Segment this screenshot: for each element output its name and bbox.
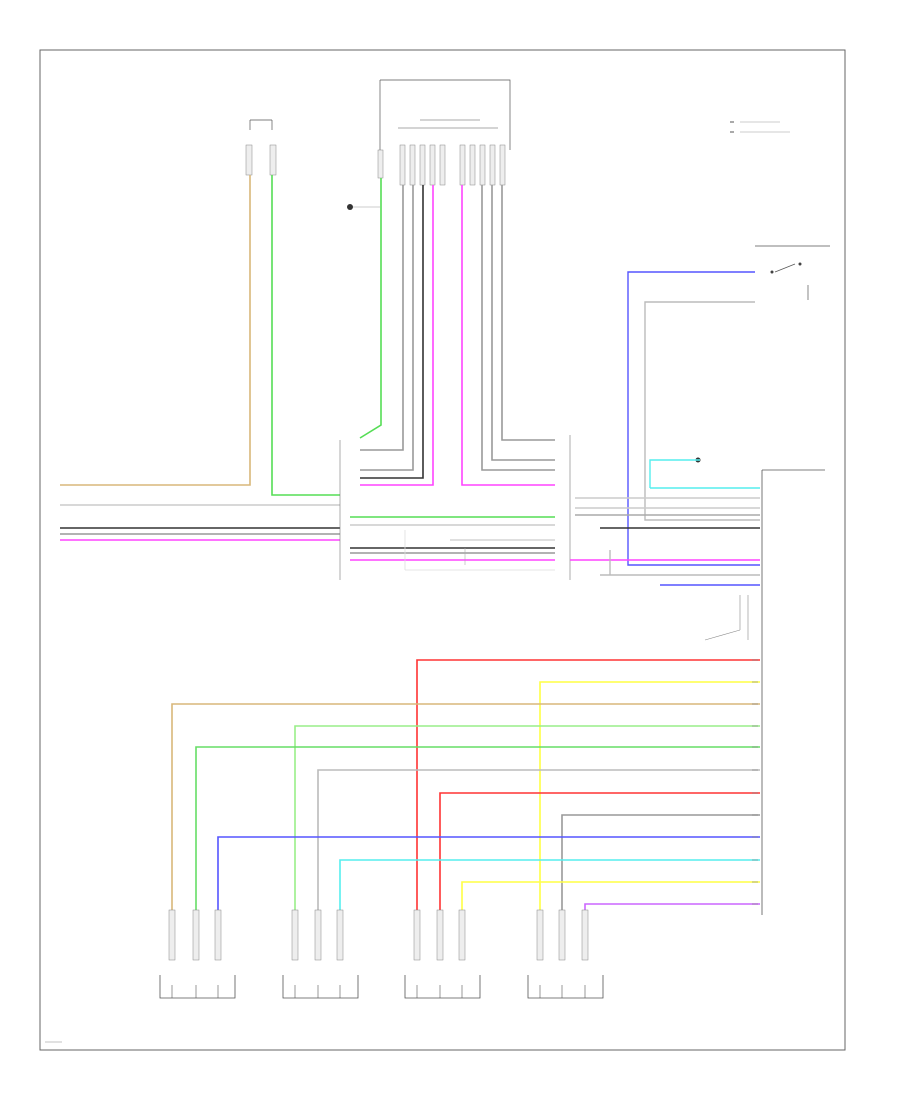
mid-left-connector [339, 435, 571, 580]
sensor-boxes [159, 975, 604, 999]
top-center-connector-bank [377, 79, 511, 186]
sensor-connectors [168, 909, 589, 961]
switch-wires [627, 271, 760, 566]
diagram-frame [39, 49, 846, 1051]
top-drop-wires [60, 175, 555, 496]
ground-icon [347, 204, 380, 210]
switch-icon [755, 245, 830, 300]
right-module-connector [761, 469, 825, 915]
right-module-upper-wires [570, 459, 760, 586]
right-module-pin-ticks [752, 659, 758, 905]
sensor-1 [159, 975, 236, 999]
sensor-4 [527, 975, 604, 999]
sensor-wires [171, 659, 760, 910]
sensor-3 [404, 975, 481, 999]
sensor-2 [282, 975, 359, 999]
upper-left-connector [245, 119, 277, 176]
sensor-pin-ticks [171, 985, 586, 998]
left-horizontal-wires [60, 504, 340, 541]
middle-wire-bundle [350, 516, 555, 571]
right-module-ground-stubs [704, 595, 749, 641]
legend-marks [730, 121, 790, 133]
